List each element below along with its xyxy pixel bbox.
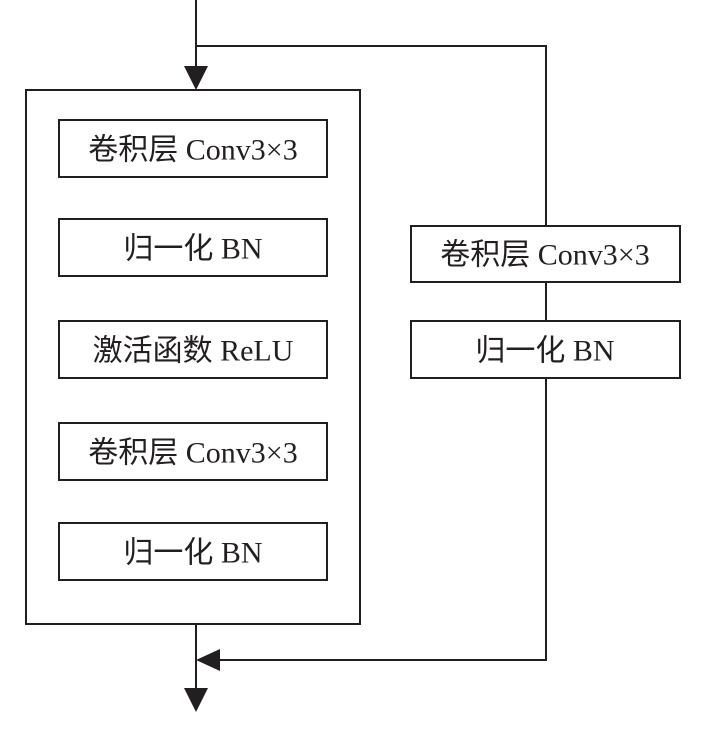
input-arrowhead: [184, 66, 208, 90]
main-box-relu-label: 激活函数 ReLU: [93, 335, 294, 368]
main-box-bn-2: 归一化 BN: [58, 522, 328, 581]
shortcut-box-bn-label: 归一化 BN: [475, 335, 614, 368]
shortcut-merge-line: [218, 378, 547, 661]
main-box-conv-2: 卷积层 Conv3×3: [58, 422, 328, 481]
shortcut-box-conv: 卷积层 Conv3×3: [410, 225, 681, 283]
main-box-conv-1-label: 卷积层 Conv3×3: [88, 134, 297, 167]
main-box-conv-1: 卷积层 Conv3×3: [58, 119, 328, 178]
main-box-bn-2-label: 归一化 BN: [123, 537, 262, 570]
main-box-relu: 激活函数 ReLU: [58, 320, 328, 379]
merge-arrowhead: [196, 649, 220, 671]
main-box-conv-2-label: 卷积层 Conv3×3: [88, 437, 297, 470]
main-box-bn-1: 归一化 BN: [58, 218, 328, 277]
main-box-bn-1-label: 归一化 BN: [123, 233, 262, 266]
output-arrowhead: [184, 688, 208, 712]
shortcut-branch-line: [196, 45, 547, 226]
shortcut-box-conv-label: 卷积层 Conv3×3: [440, 239, 649, 272]
shortcut-box-bn: 归一化 BN: [410, 320, 681, 379]
